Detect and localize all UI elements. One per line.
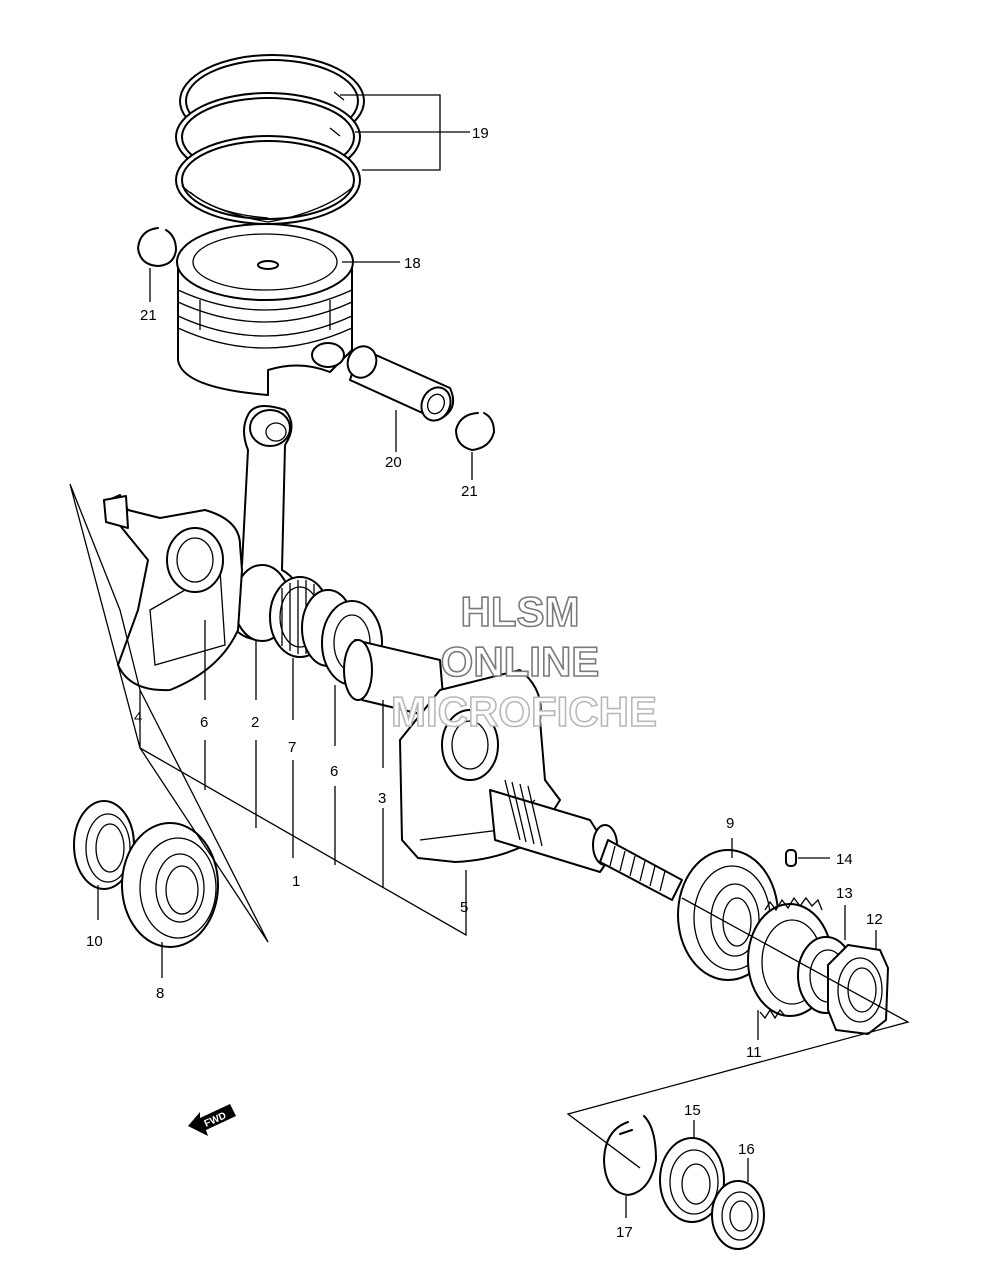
dowel-pin[interactable]	[785, 849, 797, 867]
callout-16: 16	[738, 1141, 755, 1158]
crankshaft-right-web[interactable]	[399, 669, 683, 901]
callout-13: 13	[836, 885, 853, 902]
watermark-line2: ONLINE	[441, 638, 600, 685]
callout-11: 11	[746, 1044, 762, 1061]
leader-lines	[69, 94, 910, 1218]
crankshaft-nut[interactable]	[827, 944, 889, 1035]
callout-15: 15	[684, 1102, 701, 1119]
callout-10: 10	[86, 933, 103, 950]
callout-19: 19	[472, 125, 489, 142]
callout-21-top: 21	[140, 307, 157, 324]
callout-7: 7	[288, 739, 296, 756]
callout-17: 17	[616, 1224, 633, 1241]
callout-4: 4	[134, 709, 142, 726]
callout-5: 5	[460, 899, 468, 916]
callout-6-right: 6	[330, 763, 338, 780]
watermark-line3: MICROFICHE	[391, 688, 657, 735]
circlip-bottom[interactable]	[455, 412, 495, 451]
callout-labels: 19 18 21 20 21 4 6 2 7 6 3 1 5 10 8 9 14…	[86, 125, 883, 1241]
crankshaft-left-web[interactable]	[103, 494, 243, 692]
oil-seal-bottom[interactable]	[711, 1180, 765, 1250]
callout-18: 18	[404, 255, 421, 272]
bearing-left[interactable]	[121, 822, 219, 948]
oil-seal-left[interactable]	[73, 800, 135, 890]
fwd-label: FWD	[203, 1110, 228, 1129]
callout-12: 12	[866, 911, 883, 928]
callout-14: 14	[836, 851, 853, 868]
piston-pin[interactable]	[343, 342, 456, 426]
snap-ring[interactable]	[603, 1115, 657, 1196]
callout-21-bottom: 21	[461, 483, 478, 500]
callout-2: 2	[251, 714, 259, 731]
piston-rings[interactable]	[175, 54, 365, 225]
circlip-top[interactable]	[137, 227, 177, 267]
callout-6-left: 6	[200, 714, 208, 731]
watermark: HLSM ONLINE MICROFICHE	[390, 587, 658, 736]
callout-20: 20	[385, 454, 402, 471]
callout-1: 1	[292, 873, 300, 890]
callout-8: 8	[156, 985, 164, 1002]
watermark-line1: HLSM	[461, 588, 580, 635]
callout-9: 9	[726, 815, 734, 832]
piston[interactable]	[176, 223, 354, 396]
callout-3: 3	[378, 790, 386, 807]
forward-arrow-icon: FWD	[188, 1104, 236, 1136]
bearing-bottom[interactable]	[659, 1137, 725, 1223]
